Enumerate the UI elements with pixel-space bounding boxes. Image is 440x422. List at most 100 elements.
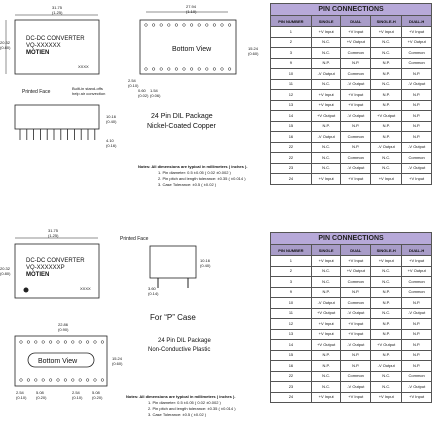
pin-number-cell: 10 bbox=[270, 297, 312, 309]
pin-function-cell: N.P. bbox=[310, 360, 342, 372]
pin-function-cell: -V Output bbox=[310, 68, 342, 80]
pin-number-cell: 15 bbox=[270, 349, 312, 361]
pin-function-cell: -V Output bbox=[401, 78, 432, 90]
pin-hole bbox=[41, 340, 45, 344]
pin-function-cell: +V Input bbox=[401, 391, 432, 403]
pin-function-cell: N.C. bbox=[370, 36, 403, 48]
pin-number-cell: 1 bbox=[270, 26, 312, 38]
pin-function-cell: +V Output bbox=[310, 307, 342, 319]
pin-function-cell: +V Output bbox=[370, 110, 403, 122]
dim-depth: 10.16(0.40) bbox=[106, 114, 117, 124]
note-2: 2. Pin pitch and length tolerance: ±0.35… bbox=[158, 176, 246, 181]
bottom-view-oval bbox=[27, 352, 95, 368]
pin-function-cell: +V Output bbox=[340, 265, 372, 277]
pin-hole bbox=[182, 23, 186, 27]
pin-number-cell: 24 bbox=[270, 391, 312, 403]
pin-function-cell: -V Output bbox=[401, 381, 432, 393]
pin-function-cell: Common bbox=[401, 286, 432, 298]
col-header: PIN NUMBER bbox=[270, 244, 312, 256]
pin-function-cell: +V Input bbox=[370, 255, 403, 267]
pin-function-cell: N.P. bbox=[401, 131, 432, 143]
pin-function-cell: N.P. bbox=[370, 99, 403, 111]
pin-function-cell: N.P. bbox=[370, 89, 403, 101]
bottom-view-label: Bottom View bbox=[172, 46, 212, 53]
dim-bv-b-p: 5.08(0.20) bbox=[36, 390, 47, 400]
pin-function-cell: +V Input bbox=[310, 318, 342, 330]
pin-function-cell: +V Input bbox=[370, 173, 403, 185]
pin-function-cell: +V Output bbox=[370, 339, 403, 351]
dim-bv-width: 27.94(1.10) bbox=[186, 4, 197, 14]
pin-function-cell: N.C. bbox=[310, 381, 342, 393]
pin-function-cell: +V Input bbox=[401, 26, 432, 38]
pin-function-cell: +V Input bbox=[370, 391, 403, 403]
pin-hole bbox=[71, 340, 75, 344]
pin-number-cell: 1 bbox=[270, 255, 312, 267]
pin-connections-table-p: PIN CONNECTIONS PIN NUMBER SINGLE DUAL S… bbox=[270, 232, 432, 403]
pin-function-cell: +V Input bbox=[340, 318, 372, 330]
pin-function-cell: +V Input bbox=[340, 173, 372, 185]
pin-number-cell: 11 bbox=[270, 78, 312, 90]
pin-function-cell: N.P. bbox=[310, 120, 342, 132]
pin-function-cell: -V Output bbox=[340, 339, 372, 351]
pin-number-cell: 2 bbox=[270, 265, 312, 277]
pin-function-cell: Common bbox=[340, 131, 372, 143]
pin-number-cell: 12 bbox=[270, 318, 312, 330]
pin-function-cell: +V Output bbox=[401, 36, 432, 48]
col-header: DUAL-H bbox=[401, 15, 432, 27]
pin-function-cell: N.P. bbox=[370, 68, 403, 80]
pin-function-cell: N.P. bbox=[370, 57, 403, 69]
col-header: SINGLE-H bbox=[370, 244, 403, 256]
pin-function-cell: +V Input bbox=[340, 328, 372, 340]
code-label: XXXX bbox=[78, 64, 89, 69]
dim-bv-b: 1.54(0.06) bbox=[150, 88, 161, 98]
pin-function-cell: N.P. bbox=[340, 120, 372, 132]
module-side-view-p bbox=[149, 245, 197, 279]
pin-function-cell: Common bbox=[340, 297, 372, 309]
pin-function-cell: N.P. bbox=[401, 89, 432, 101]
pin-function-cell: N.P. bbox=[401, 110, 432, 122]
note-3-p: 3. Case Tolerance: ±0.5 ( ±0.02 ) bbox=[148, 412, 207, 417]
printed-face-label-p: Printed Face bbox=[120, 236, 149, 242]
pin-function-cell: +V Input bbox=[401, 173, 432, 185]
pin-hole bbox=[63, 378, 67, 382]
pin-function-cell: N.C. bbox=[370, 370, 403, 382]
pin-hole bbox=[93, 340, 97, 344]
pin-number-cell: 12 bbox=[270, 89, 312, 101]
pin-hole bbox=[34, 340, 38, 344]
pin-function-cell: -V Output bbox=[340, 110, 372, 122]
pin-function-cell: N.P. bbox=[370, 286, 403, 298]
dim-bv-height-p: 15.24(0.60) bbox=[112, 356, 123, 366]
pin-hole bbox=[144, 67, 148, 71]
module-side-view bbox=[14, 104, 100, 130]
pin-number-cell: 10 bbox=[270, 68, 312, 80]
pin-connections-table: PIN CONNECTIONS PIN NUMBER SINGLE DUAL S… bbox=[270, 3, 432, 185]
pin-hole bbox=[49, 340, 53, 344]
col-header: SINGLE bbox=[310, 15, 342, 27]
pin-hole bbox=[228, 23, 232, 27]
pin-function-cell: -V Output bbox=[340, 162, 372, 174]
pin-function-cell: N.C. bbox=[370, 276, 403, 288]
pin-function-cell: +V Output bbox=[401, 265, 432, 277]
pin-number-cell: 9 bbox=[270, 57, 312, 69]
pin-hole bbox=[190, 23, 194, 27]
pin-function-cell: Common bbox=[340, 68, 372, 80]
pin-function-cell: -V Output bbox=[340, 307, 372, 319]
bottom-view-label-p: Bottom View bbox=[38, 358, 78, 365]
pin-hole bbox=[63, 340, 67, 344]
pin-hole bbox=[56, 340, 60, 344]
pin-function-cell: N.C. bbox=[370, 152, 403, 164]
pin-function-cell: +V Input bbox=[310, 255, 342, 267]
pin-function-cell: N.C. bbox=[310, 265, 342, 277]
pin-hole bbox=[228, 67, 232, 71]
pin-function-cell: +V Input bbox=[310, 99, 342, 111]
pin-hole bbox=[152, 67, 156, 71]
